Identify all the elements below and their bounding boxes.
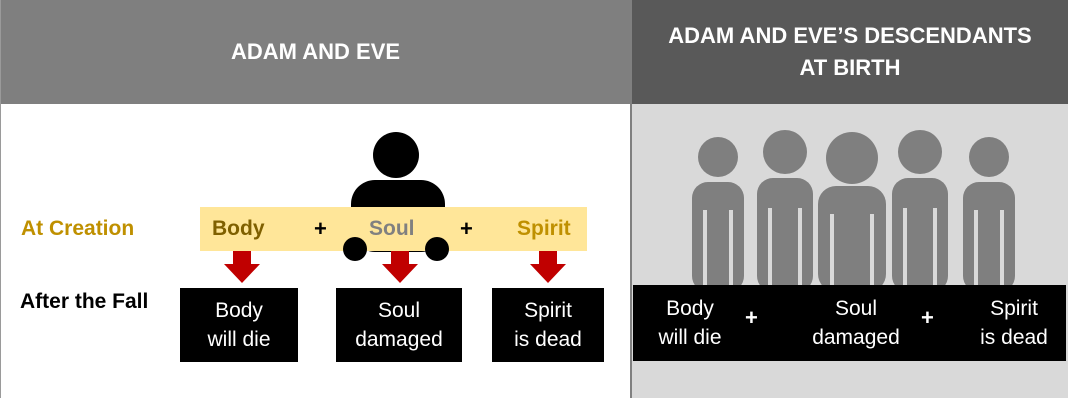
- descendants-plus-1: +: [745, 305, 758, 330]
- descendants-plus-2: +: [921, 305, 934, 330]
- adam-and-eve-panel: ADAM AND EVE: [0, 0, 630, 398]
- descendants-soul-text: Soul damaged: [812, 297, 900, 349]
- creation-plus-1: +: [314, 216, 327, 241]
- descendants-body-text: Body will die: [658, 297, 722, 349]
- creation-spirit-label: Spirit: [517, 217, 571, 240]
- fall-soul-box: Soul damaged: [336, 288, 462, 362]
- after-the-fall-label: After the Fall: [20, 290, 149, 313]
- creation-soul-label: Soul: [369, 217, 415, 240]
- down-arrow-icon: [224, 251, 260, 283]
- fall-body-box: Body will die: [180, 288, 298, 362]
- descendants-spirit-text: Spirit is dead: [980, 297, 1048, 349]
- descendants-state-bar: [633, 285, 1066, 361]
- at-creation-label: At Creation: [21, 217, 135, 240]
- down-arrow-icon: [530, 251, 566, 283]
- descendants-header: ADAM AND EVE’S DESCENDANTS AT BIRTH: [632, 0, 1068, 104]
- adam-and-eve-header: ADAM AND EVE: [1, 0, 630, 104]
- down-arrow-icon: [382, 251, 418, 283]
- at-creation-band: [200, 207, 587, 251]
- fall-spirit-box: Spirit is dead: [492, 288, 604, 362]
- creation-plus-2: +: [460, 216, 473, 241]
- creation-body-label: Body: [212, 217, 265, 240]
